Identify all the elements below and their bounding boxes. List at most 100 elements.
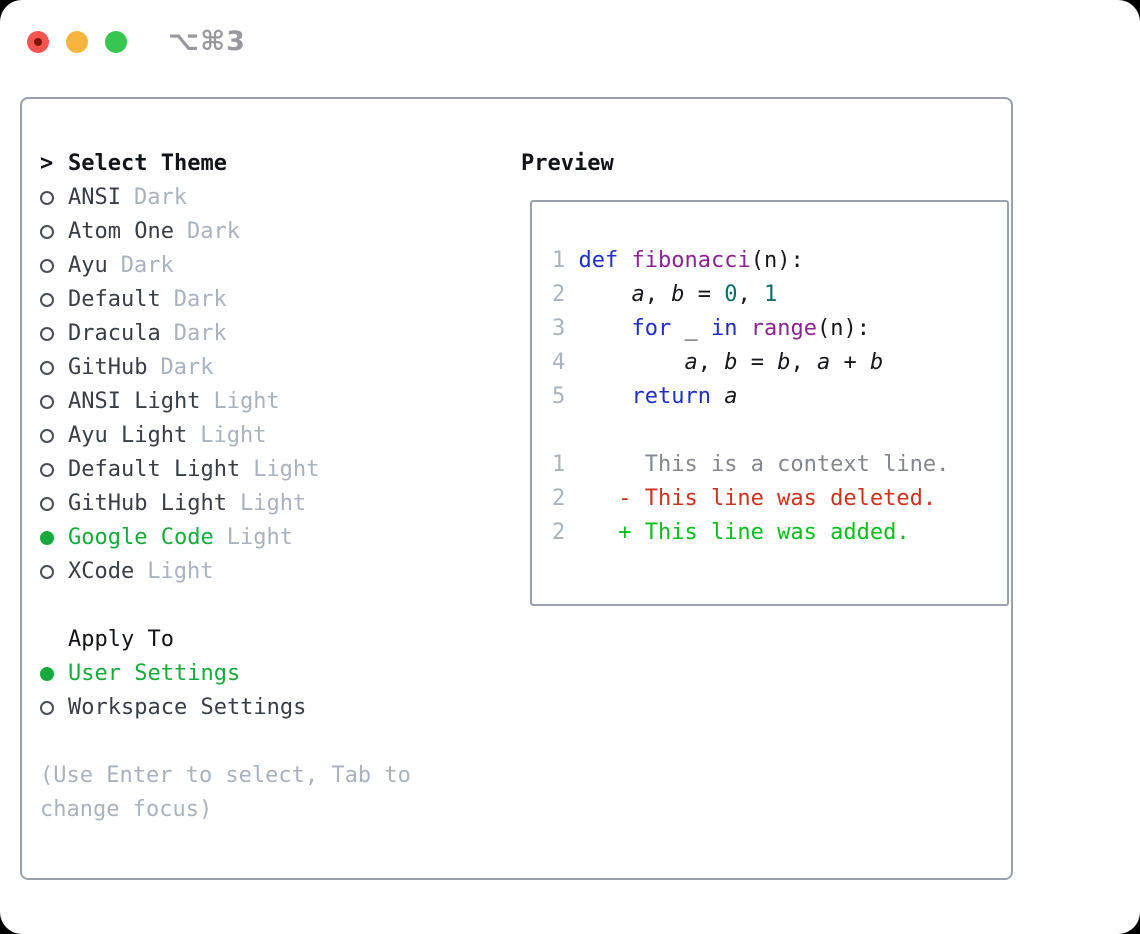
code-segment: [565, 316, 631, 341]
theme-variant-badge: Dark: [173, 321, 227, 346]
theme-variant-badge: Light: [239, 491, 307, 516]
preview-column: Preview 1 def fibonacci(n): 2 a, b = 0, 1…: [521, 147, 1009, 606]
code-segment: a: [631, 282, 645, 307]
radio-icon: [40, 259, 54, 273]
theme-variant-badge: Light: [200, 423, 267, 448]
theme-option[interactable]: Atom One Dark: [40, 215, 502, 249]
select-theme-header: Select Theme: [68, 151, 227, 176]
radio-selected-icon: [40, 667, 54, 681]
theme-variant-badge: Dark: [133, 185, 187, 210]
code-segment: - This line was deleted.: [565, 486, 937, 511]
code-segment: [711, 384, 724, 409]
theme-name: ANSI: [68, 185, 121, 210]
code-segment: [565, 248, 578, 273]
apply-to-label: Workspace Settings: [68, 695, 307, 720]
minimize-icon[interactable]: [66, 30, 88, 53]
theme-name: Ayu Light: [68, 423, 188, 448]
theme-option[interactable]: GitHub Dark: [40, 351, 502, 385]
radio-marker: [40, 701, 68, 715]
theme-name: ANSI Light: [68, 389, 201, 414]
theme-option[interactable]: Dracula Dark: [40, 317, 502, 351]
theme-name: Dracula: [68, 321, 161, 346]
cursor-marker: >: [40, 147, 68, 181]
code-segment: in: [710, 316, 738, 341]
theme-name: GitHub Light: [68, 491, 227, 516]
line-number: 1: [552, 452, 566, 477]
code-segment: This is a context line.: [565, 452, 950, 477]
theme-variant-badge: Dark: [186, 219, 240, 244]
preview-code-line: 1 This is a context line.: [552, 448, 989, 482]
theme-name: Atom One: [68, 219, 174, 244]
line-number: 2: [552, 520, 566, 545]
radio-marker: [40, 191, 68, 205]
line-number: 1: [552, 248, 566, 273]
preview-code-line: 1 def fibonacci(n):: [552, 244, 989, 278]
theme-name: Default Light: [68, 457, 241, 482]
preview-header: Preview: [521, 151, 614, 176]
cursor-icon: >: [40, 151, 54, 176]
code-segment: for: [631, 316, 672, 341]
apply-to-option[interactable]: User Settings: [40, 657, 502, 691]
code-segment: [618, 248, 631, 273]
line-number: 4: [552, 350, 566, 375]
code-segment: + This line was added.: [565, 520, 910, 545]
apply-to-header-row: Apply To: [40, 623, 502, 657]
zoom-icon[interactable]: [105, 30, 127, 53]
code-segment: b: [671, 282, 685, 307]
spacer: [40, 589, 502, 623]
close-icon[interactable]: [27, 30, 49, 53]
radio-marker: [40, 463, 68, 477]
code-segment: b: [724, 350, 738, 375]
radio-icon: [40, 565, 54, 579]
preview-code-line: 4 a, b = b, a + b: [552, 346, 989, 380]
radio-selected-icon: [40, 531, 54, 545]
radio-marker: [40, 225, 68, 239]
code-segment: +: [830, 350, 870, 375]
code-segment: [565, 350, 684, 375]
code-segment: ,: [697, 350, 725, 375]
theme-option[interactable]: Default Light Light: [40, 453, 502, 487]
line-number: 2: [552, 486, 566, 511]
radio-icon: [40, 395, 54, 409]
radio-icon: [40, 327, 54, 341]
theme-option[interactable]: Ayu Light Light: [40, 419, 502, 453]
line-number: 2: [552, 282, 566, 307]
apply-to-label: User Settings: [68, 661, 241, 686]
theme-variant-badge: Light: [147, 559, 214, 584]
theme-option[interactable]: ANSI Dark: [40, 181, 502, 215]
code-segment: [737, 316, 750, 341]
code-segment: _: [671, 316, 711, 341]
radio-icon: [40, 463, 54, 477]
code-segment: a: [724, 384, 738, 409]
preview-code-line: 5 return a: [552, 380, 989, 414]
code-segment: 0: [724, 282, 738, 307]
hint-text: (Use Enter to select, Tab to change focu…: [40, 763, 411, 822]
line-number: 3: [552, 316, 566, 341]
theme-name: GitHub: [68, 355, 148, 380]
code-segment: =: [737, 350, 778, 375]
radio-icon: [40, 191, 54, 205]
theme-variant-badge: Light: [226, 525, 293, 550]
theme-variant-badge: Dark: [160, 355, 214, 380]
radio-icon: [40, 701, 54, 715]
code-segment: def: [578, 248, 619, 273]
theme-option[interactable]: GitHub Light Light: [40, 487, 502, 521]
theme-variant-badge: Light: [253, 457, 320, 482]
code-segment: b: [869, 350, 884, 375]
theme-variant-badge: Dark: [120, 253, 174, 278]
radio-marker: [40, 565, 68, 579]
apply-to-option[interactable]: Workspace Settings: [40, 691, 502, 725]
radio-marker: [40, 395, 68, 409]
theme-variant-badge: Dark: [173, 287, 227, 312]
code-segment: b: [777, 350, 791, 375]
code-segment: ,: [644, 282, 672, 307]
radio-marker: [40, 259, 68, 273]
